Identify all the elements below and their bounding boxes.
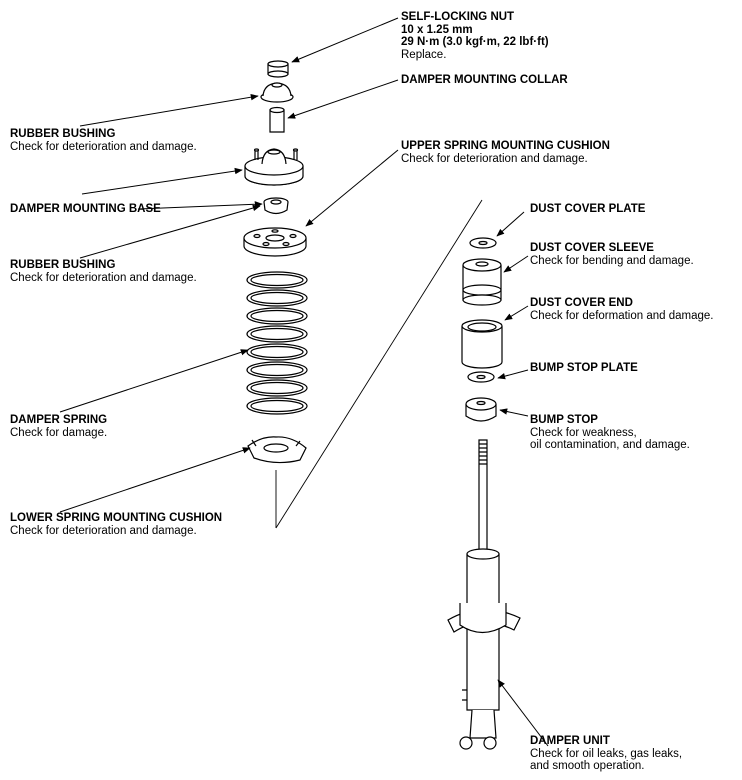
label-title: RUBBER BUSHING [10, 128, 116, 140]
bump-stop-part [465, 397, 497, 422]
label-title: DUST COVER PLATE [530, 203, 646, 215]
label-title: DAMPER MOUNTING BASE [10, 203, 161, 215]
callout-lower-spring-mounting-cushion: LOWER SPRING MOUNTING CUSHION Check for … [10, 512, 222, 537]
damper-unit-part [447, 439, 521, 750]
callout-dust-cover-sleeve: DUST COVER SLEEVE Check for bending and … [530, 242, 694, 267]
label-title: DAMPER MOUNTING COLLAR [401, 74, 568, 86]
label-desc-2: oil contamination, and damage. [530, 439, 690, 451]
label-desc-2: and smooth operation. [530, 760, 645, 772]
lower-spring-mounting-cushion-part [247, 436, 307, 464]
label-title: DUST COVER SLEEVE [530, 242, 654, 254]
dust-cover-sleeve-part [462, 258, 502, 306]
label-desc: Check for deterioration and damage. [10, 271, 197, 284]
callout-upper-spring-mounting-cushion: UPPER SPRING MOUNTING CUSHION Check for … [401, 140, 610, 165]
label-desc: Check for bending and damage. [530, 254, 694, 267]
label-desc: Check for damage. [10, 426, 108, 439]
label-title: BUMP STOP PLATE [530, 362, 638, 374]
label-desc-1: Check for oil leaks, gas leaks, [530, 747, 683, 760]
dust-cover-end-part [461, 319, 503, 369]
callout-damper-spring: DAMPER SPRING Check for damage. [10, 414, 107, 439]
label-desc: Check for deterioration and damage. [10, 140, 197, 153]
label-desc: Check for deformation and damage. [530, 309, 714, 322]
label-desc: Check for deterioration and damage. [10, 524, 197, 537]
damper-spring-part [246, 271, 308, 415]
callout-rubber-bushing-upper: RUBBER BUSHING Check for deterioration a… [10, 128, 197, 153]
callout-dust-cover-end: DUST COVER END Check for deformation and… [530, 297, 713, 322]
label-title: DAMPER SPRING [10, 414, 108, 426]
label-spec: 10 x 1.25 mm [401, 23, 473, 36]
bump-stop-plate-part [467, 371, 495, 383]
label-title: BUMP STOP [530, 414, 598, 426]
callout-damper-mounting-collar: DAMPER MOUNTING COLLAR [401, 74, 568, 87]
callout-damper-mounting-base: DAMPER MOUNTING BASE [10, 203, 161, 216]
label-desc: Check for deterioration and damage. [401, 152, 588, 165]
label-instruction: Replace. [401, 48, 447, 61]
label-title: DUST COVER END [530, 297, 633, 309]
alignment-line [275, 199, 483, 529]
label-title: RUBBER BUSHING [10, 259, 116, 271]
rubber-bushing-lower-part [263, 197, 289, 215]
label-torque: 29 N·m (3.0 kgf·m, 22 lbf·ft) [401, 36, 549, 48]
callout-bump-stop-plate: BUMP STOP PLATE [530, 362, 638, 375]
label-title: UPPER SPRING MOUNTING CUSHION [401, 140, 610, 152]
callout-self-locking-nut: SELF-LOCKING NUT 10 x 1.25 mm 29 N·m (3.… [401, 11, 549, 61]
upper-spring-mounting-cushion-part [243, 227, 307, 257]
self-locking-nut-part [267, 60, 289, 78]
rubber-bushing-upper-part [260, 82, 294, 103]
damper-mounting-collar-part [269, 106, 285, 133]
leader-lines [59, 17, 549, 747]
callout-damper-unit: DAMPER UNIT Check for oil leaks, gas lea… [530, 735, 682, 773]
label-title: DAMPER UNIT [530, 735, 610, 747]
label-title: SELF-LOCKING NUT [401, 11, 515, 23]
callout-rubber-bushing-lower: RUBBER BUSHING Check for deterioration a… [10, 259, 197, 284]
callout-bump-stop: BUMP STOP Check for weakness, oil contam… [530, 414, 690, 452]
label-desc-1: Check for weakness, [530, 426, 637, 439]
damper-mounting-base-part [244, 148, 304, 186]
callout-dust-cover-plate: DUST COVER PLATE [530, 203, 645, 216]
label-title: LOWER SPRING MOUNTING CUSHION [10, 512, 223, 524]
dust-cover-plate-part [469, 237, 497, 249]
